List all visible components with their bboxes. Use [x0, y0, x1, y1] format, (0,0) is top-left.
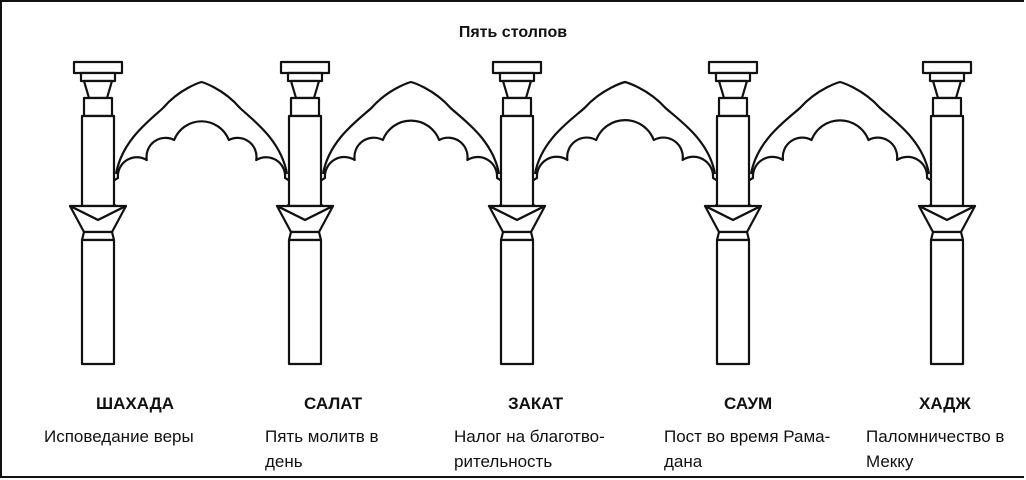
- column-upper-shaft: [929, 114, 965, 208]
- pillar-desc-line: Паломничество в: [866, 427, 1005, 446]
- column: [703, 60, 763, 366]
- pillar-name-salat: САЛАТ: [304, 394, 363, 413]
- column-knot: [487, 204, 547, 234]
- column-echinus: [717, 79, 749, 100]
- column-lower-collar: [287, 230, 323, 242]
- arches: [107, 80, 938, 207]
- column-lower-shaft: [929, 238, 965, 366]
- column-upper-shaft: [715, 114, 751, 208]
- column-knot: [703, 204, 763, 234]
- column-collar: [717, 96, 749, 118]
- column: [487, 60, 547, 366]
- column-lower-collar: [499, 230, 535, 242]
- column-echinus: [931, 79, 963, 100]
- column-neck: [498, 71, 536, 83]
- inner-scalloped-arch: [742, 119, 938, 207]
- column-neck: [79, 71, 117, 83]
- column-abacus: [72, 60, 124, 75]
- column-upper-shaft: [80, 114, 116, 208]
- column-collar: [82, 96, 114, 118]
- pillar-desc-line: Пять молитв в: [265, 427, 379, 446]
- column: [68, 60, 128, 366]
- column-collar: [501, 96, 533, 118]
- pillar-desc-line: Налог на благотво-: [454, 427, 605, 446]
- column-upper-shaft: [287, 114, 323, 208]
- pillar-desc-hajj: Паломничество в Мекку: [866, 424, 1004, 474]
- column-upper-shaft: [499, 114, 535, 208]
- pillar-desc-shahada: Исповедание веры: [44, 424, 194, 449]
- outer-arch: [114, 80, 289, 175]
- column-echinus: [501, 79, 533, 100]
- column-collar: [289, 96, 321, 118]
- column-abacus: [491, 60, 543, 75]
- pillar-desc-line: рительность: [454, 452, 553, 471]
- column-lower-collar: [80, 230, 116, 242]
- pillar-desc-line: день: [265, 452, 303, 471]
- column-echinus: [82, 79, 114, 100]
- pillar-name-hajj: ХАДЖ: [919, 394, 971, 413]
- pillar-desc-line: Мекку: [866, 452, 914, 471]
- column-lower-shaft: [499, 238, 535, 366]
- outer-arch: [321, 80, 501, 175]
- pillar-name-shahada: ШАХАДА: [96, 394, 174, 413]
- column-lower-collar: [715, 230, 751, 242]
- pillar-desc-saum: Пост во время Рама- дана: [664, 424, 830, 474]
- inner-scalloped-arch: [107, 120, 296, 207]
- pillar-desc-line: Пост во время Рама-: [664, 427, 831, 446]
- column-abacus: [707, 60, 759, 75]
- column-lower-shaft: [715, 238, 751, 366]
- column-lower-shaft: [80, 238, 116, 366]
- column-neck: [714, 71, 752, 83]
- pillar-desc-line: дана: [664, 452, 703, 471]
- columns: [68, 60, 977, 366]
- pillar-name-saum: САУМ: [724, 394, 773, 413]
- column-knot: [275, 204, 335, 234]
- inner-scalloped-arch: [314, 119, 508, 207]
- column-lower-collar: [929, 230, 965, 242]
- outer-arch: [533, 80, 717, 175]
- pillar-name-zakat: ЗАКАТ: [508, 394, 564, 413]
- outer-arch: [749, 80, 931, 175]
- column-neck: [928, 71, 966, 83]
- pillar-desc-salat: Пять молитв в день: [265, 424, 379, 474]
- diagram-title: Пять столпов: [458, 24, 568, 41]
- column-abacus: [921, 60, 973, 75]
- column-neck: [286, 71, 324, 83]
- inner-scalloped-arch: [526, 119, 724, 207]
- column: [917, 60, 977, 366]
- column-knot: [917, 204, 977, 234]
- column: [275, 60, 335, 366]
- column-echinus: [289, 79, 321, 100]
- column-collar: [931, 96, 963, 118]
- pillar-desc-line: Исповедание веры: [44, 427, 194, 446]
- column-abacus: [279, 60, 331, 75]
- column-lower-shaft: [287, 238, 323, 366]
- column-knot: [68, 204, 128, 234]
- pillar-desc-zakat: Налог на благотво- рительность: [454, 424, 605, 474]
